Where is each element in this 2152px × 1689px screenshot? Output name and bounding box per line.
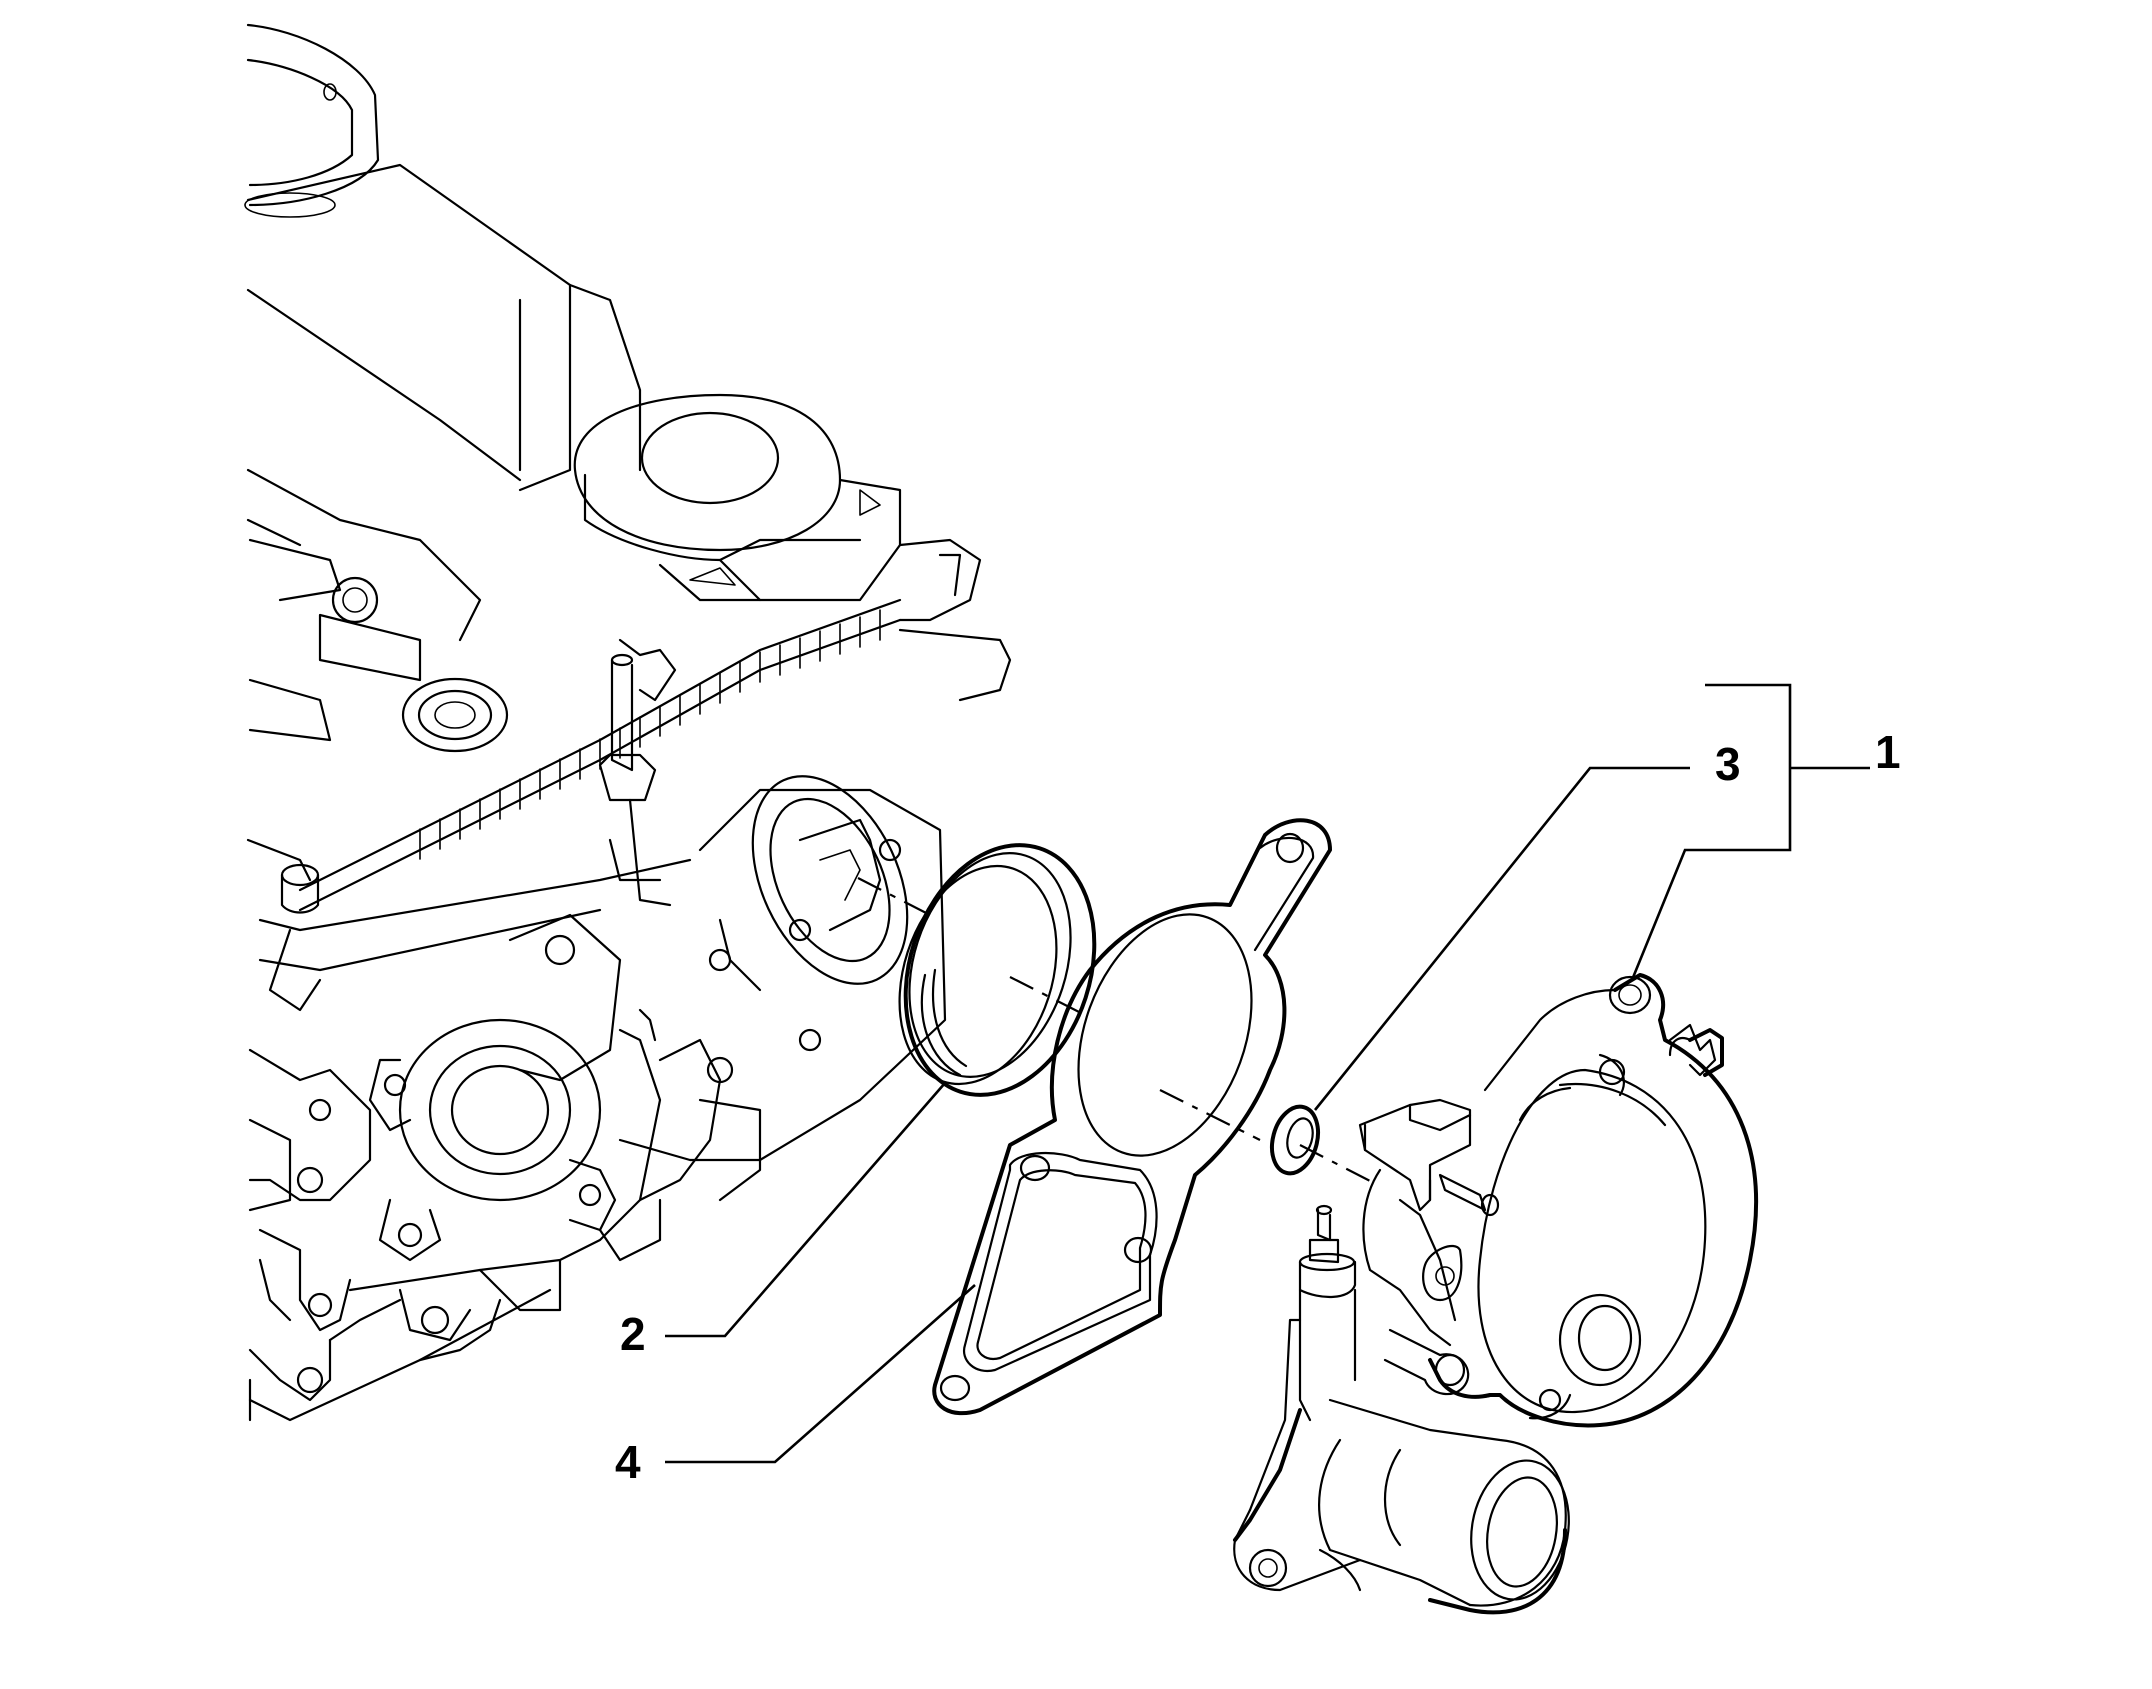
callout-3: 3 bbox=[1715, 738, 1741, 790]
callout-2: 2 bbox=[620, 1308, 646, 1360]
o-ring-icon bbox=[898, 843, 1097, 1097]
centerline bbox=[857, 877, 1373, 1183]
callout-1: 1 bbox=[1875, 726, 1901, 778]
leader-line-2 bbox=[665, 1082, 946, 1338]
leader-line-1 bbox=[1630, 683, 1792, 981]
washer-icon bbox=[1269, 1104, 1321, 1176]
leader-lines bbox=[665, 683, 1870, 1464]
leader-line-4 bbox=[665, 1284, 976, 1464]
gasket-icon bbox=[932, 818, 1332, 1416]
vacuum-pump-icon bbox=[1233, 973, 1758, 1615]
engine-head-icon bbox=[244, 23, 1012, 1422]
callout-4: 4 bbox=[615, 1436, 641, 1488]
leader-line-3 bbox=[1313, 766, 1690, 1111]
